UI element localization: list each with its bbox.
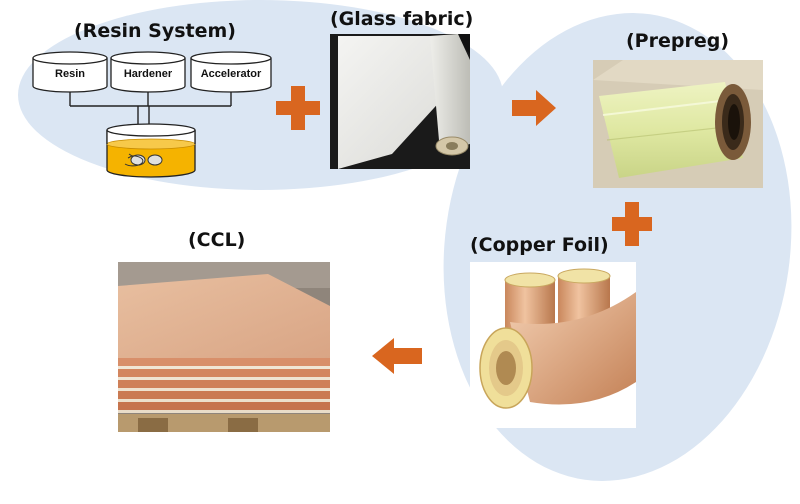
- arrow-left-icon: [372, 338, 422, 374]
- resin-system-diagram: Resin Hardener Accelerator: [25, 48, 280, 188]
- resin-system-title: (Resin System): [74, 20, 236, 42]
- glass-fabric-photo: [330, 34, 470, 169]
- arrow-right-icon: [512, 90, 556, 126]
- mixing-tank: [106, 123, 196, 178]
- plus-icon: [276, 86, 320, 130]
- prepreg-photo: [593, 60, 763, 188]
- resin-tank: [32, 51, 108, 93]
- tank-label-hardener: Hardener: [123, 68, 173, 80]
- prepreg-title: (Prepreg): [626, 30, 730, 52]
- tank-label-resin: Resin: [55, 68, 85, 80]
- tank-label-accelerator: Accelerator: [200, 68, 262, 80]
- glass-fabric-title: (Glass fabric): [330, 8, 474, 30]
- hardener-tank: [110, 51, 186, 93]
- copper-foil-photo: [470, 262, 636, 428]
- plus-icon: [612, 202, 652, 246]
- ccl-photo: [118, 262, 330, 432]
- copper-foil-title: (Copper Foil): [470, 234, 609, 256]
- ccl-title: (CCL): [188, 229, 246, 251]
